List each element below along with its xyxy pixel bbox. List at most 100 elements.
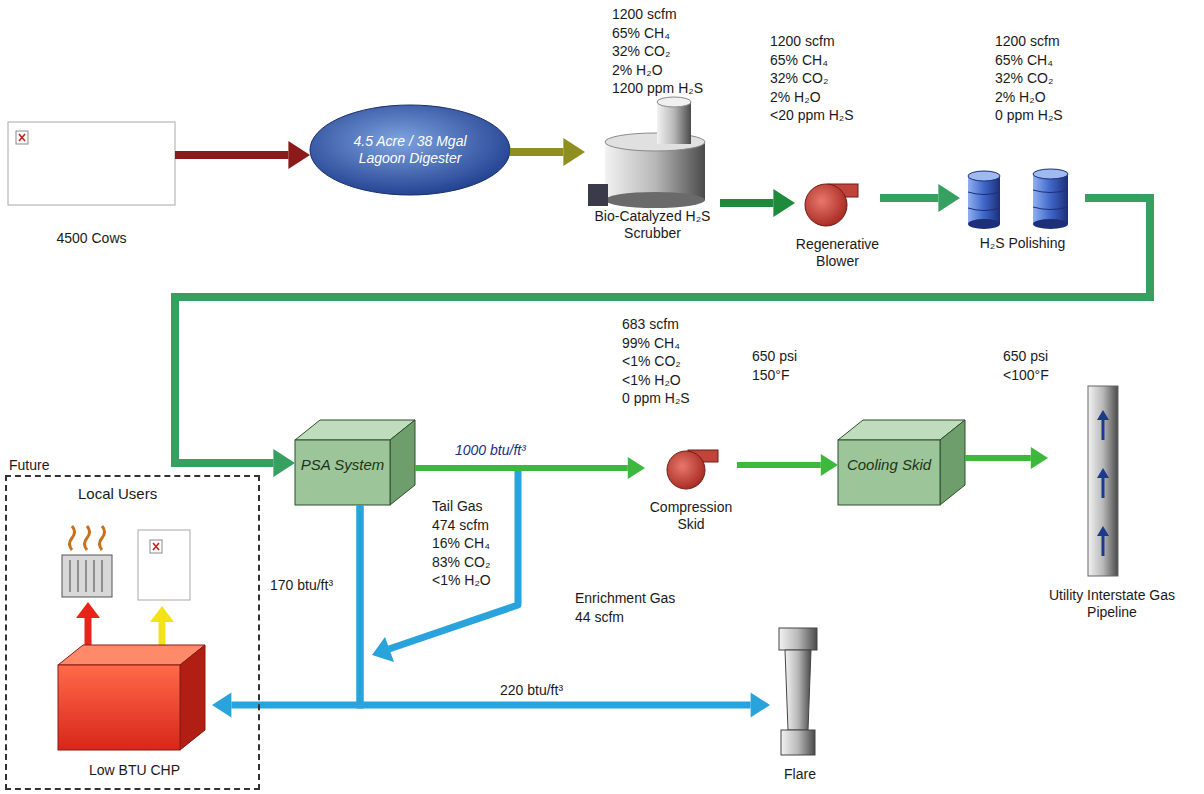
enrichment-arrowhead: [372, 637, 394, 662]
scrubber-unit: Bio-Catalyzed H₂S Scrubber: [585, 130, 720, 252]
flow-connector: [360, 505, 751, 705]
polishing-vessel: [968, 176, 1000, 224]
arrowhead: [821, 454, 838, 476]
stream-data: 1200 ppm H₂S: [612, 80, 703, 97]
polishing-vessel: [1033, 174, 1068, 224]
node-label: Regenerative Blower: [787, 236, 888, 270]
flow-connector: [415, 465, 628, 471]
flow-connector: [175, 198, 1150, 463]
stream-data: 16% CH₄: [432, 535, 490, 552]
stream-data: Tail Gas: [432, 498, 483, 515]
node-label: 4500 Cows: [8, 230, 175, 247]
stream-data: 2% H₂O: [770, 89, 821, 106]
psa-front: [295, 440, 390, 505]
arrowhead: [938, 184, 960, 212]
vessel-bottom: [1033, 219, 1068, 229]
chp-side: [180, 645, 205, 750]
stream-data: Enrichment Gas: [575, 590, 675, 607]
flow-connector: [880, 194, 938, 202]
arrowhead: [563, 138, 585, 166]
stream-data: <100°F: [1003, 367, 1049, 384]
stream-data: 32% CO₂: [995, 70, 1053, 87]
broken-image-x: [19, 134, 25, 141]
node-label: Compression Skid: [639, 499, 743, 533]
stream-data: 0 ppm H₂S: [622, 390, 690, 407]
vessel-bands: [968, 192, 1000, 211]
power-arrow: [159, 620, 166, 645]
stream-data: 32% CO₂: [770, 70, 828, 87]
stream-data: 1200 scfm: [770, 33, 835, 50]
flare-tip: [779, 628, 817, 650]
heater-fins: [70, 560, 102, 592]
chp-front: [58, 665, 180, 750]
stream-data: 99% CH₄: [622, 335, 680, 352]
vessel-top: [968, 171, 1000, 181]
stream-data: 474 scfm: [432, 517, 489, 534]
stream-data: 32% CO₂: [612, 43, 670, 60]
flow-connector: [720, 199, 773, 207]
image-frame: [8, 122, 175, 205]
broken-image-x: [153, 543, 159, 550]
stream-data: <1% H₂O: [432, 572, 491, 589]
stream-data: 44 scfm: [575, 609, 624, 626]
node-label: Low BTU CHP: [57, 762, 212, 779]
heat-arrow: [85, 616, 92, 645]
stream-data: 83% CO₂: [432, 554, 490, 571]
scrubber-tower-top: [657, 97, 691, 107]
broken-image-frame: [138, 530, 190, 600]
stream-data: 170 btu/ft³: [270, 577, 333, 594]
enrichment-line: [389, 468, 518, 649]
source-box: 4500 Cows: [8, 122, 175, 252]
arrowhead: [288, 141, 310, 169]
heat-arrowhead: [76, 602, 100, 618]
scrubber-tower: [657, 102, 691, 144]
flow-connector: [231, 505, 360, 705]
node-label: Bio-Catalyzed H₂S Scrubber: [590, 208, 715, 242]
stream-data: 683 scfm: [622, 316, 679, 333]
stream-data: 65% CH₄: [995, 52, 1053, 69]
stream-data: 2% H₂O: [995, 89, 1046, 106]
digester-ellipse: 4.5 Acre / 38 Mgal Lagoon Digester: [310, 105, 510, 195]
node-label: 4.5 Acre / 38 Mgal Lagoon Digester: [340, 133, 480, 167]
scrubber-bottom: [605, 192, 705, 208]
compressor-unit: Compression Skid: [645, 447, 737, 542]
polishing-unit: H₂S Polishing: [960, 165, 1085, 255]
stream-data: 650 psi: [1003, 348, 1048, 365]
pipeline-flow-heads: [1097, 410, 1109, 536]
vessel-bottom: [968, 219, 1000, 229]
vessel-top: [1033, 169, 1068, 179]
gas-pipeline: [1088, 386, 1118, 576]
future-region: FutureLow BTU CHP: [5, 475, 260, 790]
stream-data: 65% CH₄: [770, 52, 828, 69]
flare-base: [781, 730, 815, 755]
flow-connector: [737, 462, 821, 468]
node-label: Flare: [770, 766, 830, 783]
node-label: Future: [9, 457, 89, 474]
stream-data: 0 ppm H₂S: [995, 107, 1063, 124]
stream-data: 1200 scfm: [612, 6, 677, 23]
node-label: Cooling Skid: [838, 456, 940, 473]
psa-box: PSA System: [295, 420, 415, 505]
arrowhead: [751, 693, 770, 718]
stream-data: 220 btu/ft³: [500, 682, 563, 699]
blower-unit: Regenerative Blower: [795, 178, 880, 275]
group-heading: Local Users: [78, 485, 157, 502]
arrowhead: [212, 693, 231, 718]
arrowhead: [773, 189, 795, 217]
cooling-front: [838, 440, 940, 505]
vessel-bands: [1033, 190, 1068, 210]
flow-connector: [965, 455, 1031, 461]
arrowhead: [628, 457, 645, 479]
psa-side: [390, 420, 415, 505]
stream-data: 1200 scfm: [995, 33, 1060, 50]
broken-image-icon: [150, 540, 162, 553]
compressor: [667, 451, 705, 489]
chp-unit: Low BTU CHP: [57, 644, 212, 784]
cooling-side: [940, 420, 965, 505]
lagoon-digester: [310, 105, 510, 195]
flare-unit: Flare: [770, 626, 830, 788]
node-label: H₂S Polishing: [960, 235, 1085, 252]
heater: [62, 555, 112, 597]
edge-label: 1000 btu/ft³: [455, 442, 526, 459]
